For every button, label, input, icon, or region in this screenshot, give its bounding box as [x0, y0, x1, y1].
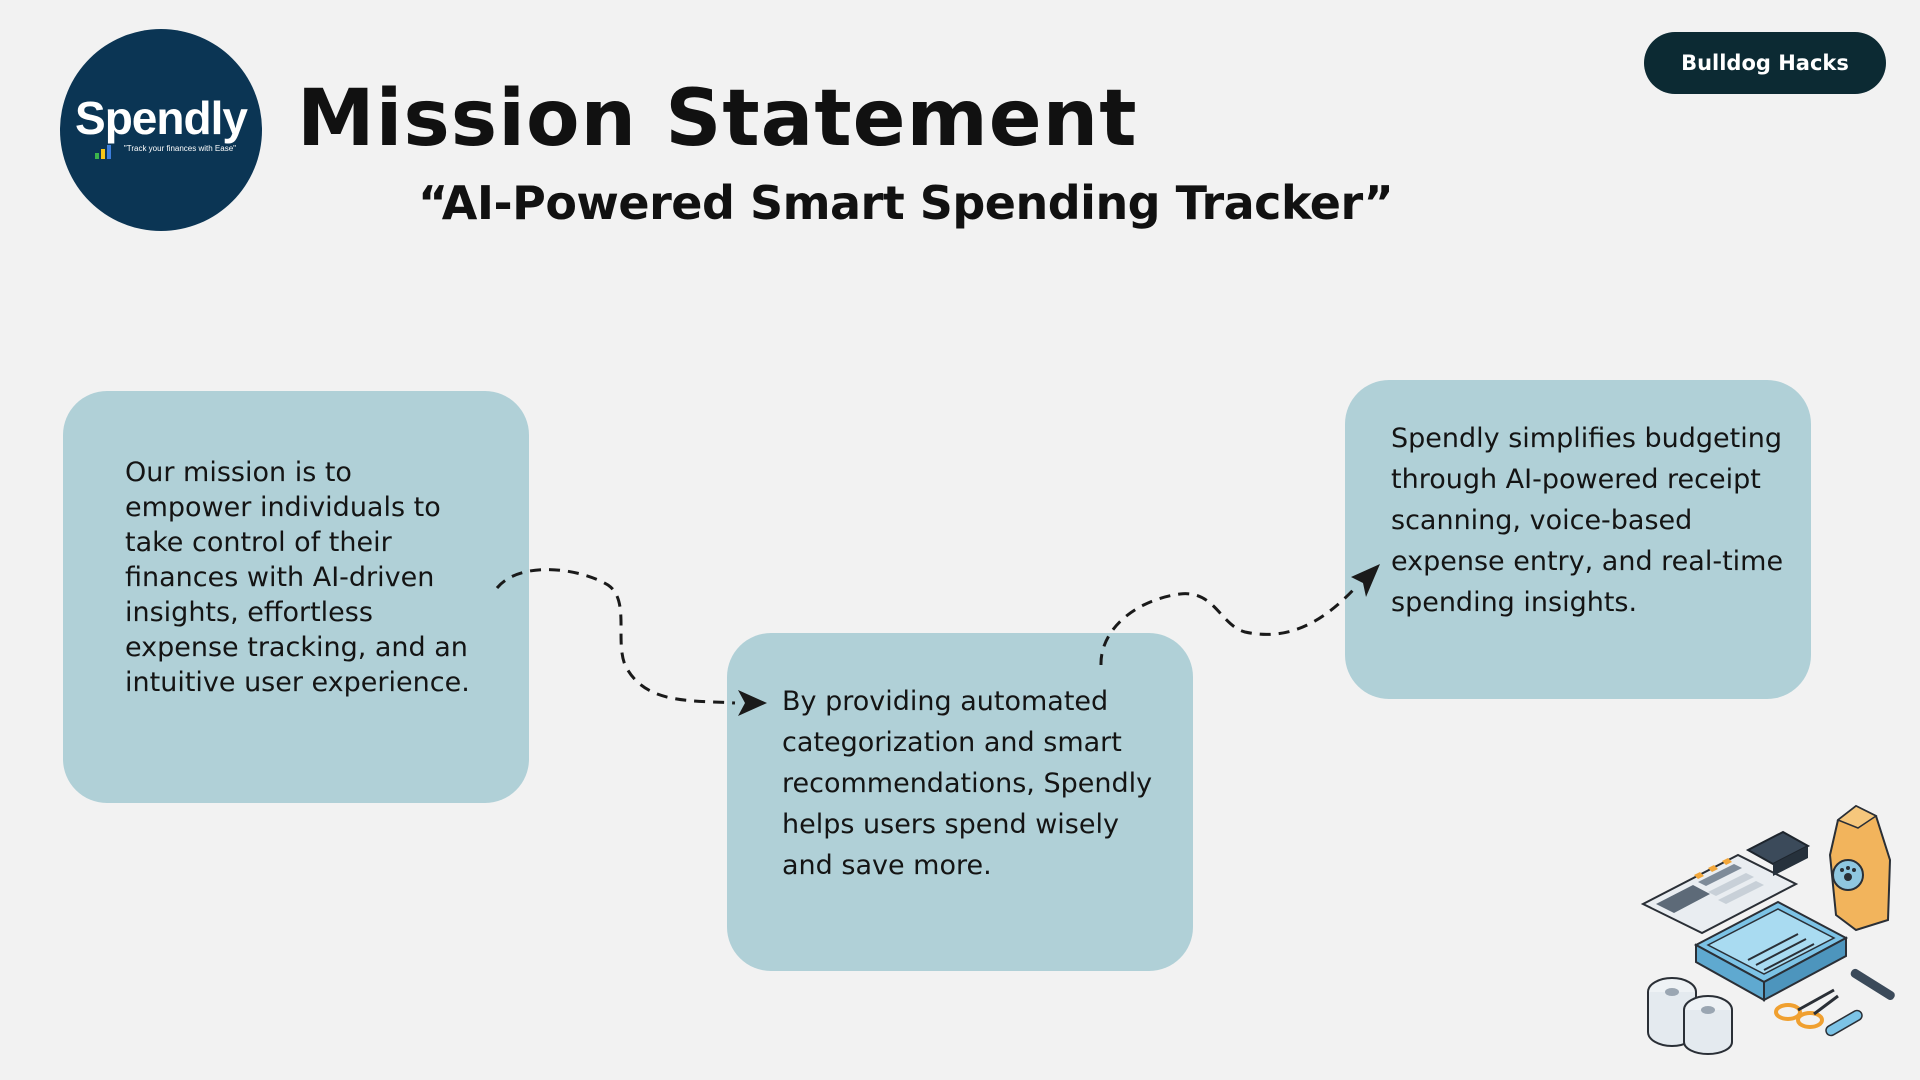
mission-card-text: Our mission is to empower individuals to… [125, 457, 470, 698]
mission-card-text: By providing automated categorization an… [782, 686, 1153, 881]
logo-tagline: "Track your finances with Ease" [123, 144, 236, 153]
spendly-logo: Spendly "Track your finances with Ease" [60, 29, 262, 231]
page-subtitle: “AI-Powered Smart Spending Tracker” [418, 176, 1394, 230]
mission-card-text: Spendly simplifies budgeting through AI-… [1391, 423, 1784, 618]
logo-tagline-row: "Track your finances with Ease" [86, 144, 236, 159]
mission-card-1: Our mission is to empower individuals to… [63, 391, 529, 803]
page-title: Mission Statement [297, 74, 1138, 164]
bar-chart-icon [95, 145, 111, 159]
mission-card-2: By providing automated categorization an… [727, 633, 1193, 971]
logo-wordmark: Spendly [75, 92, 248, 144]
event-badge: Bulldog Hacks [1644, 32, 1886, 94]
mission-card-3: Spendly simplifies budgeting through AI-… [1345, 380, 1811, 699]
pet-supplies-illustration [1640, 804, 1895, 1055]
